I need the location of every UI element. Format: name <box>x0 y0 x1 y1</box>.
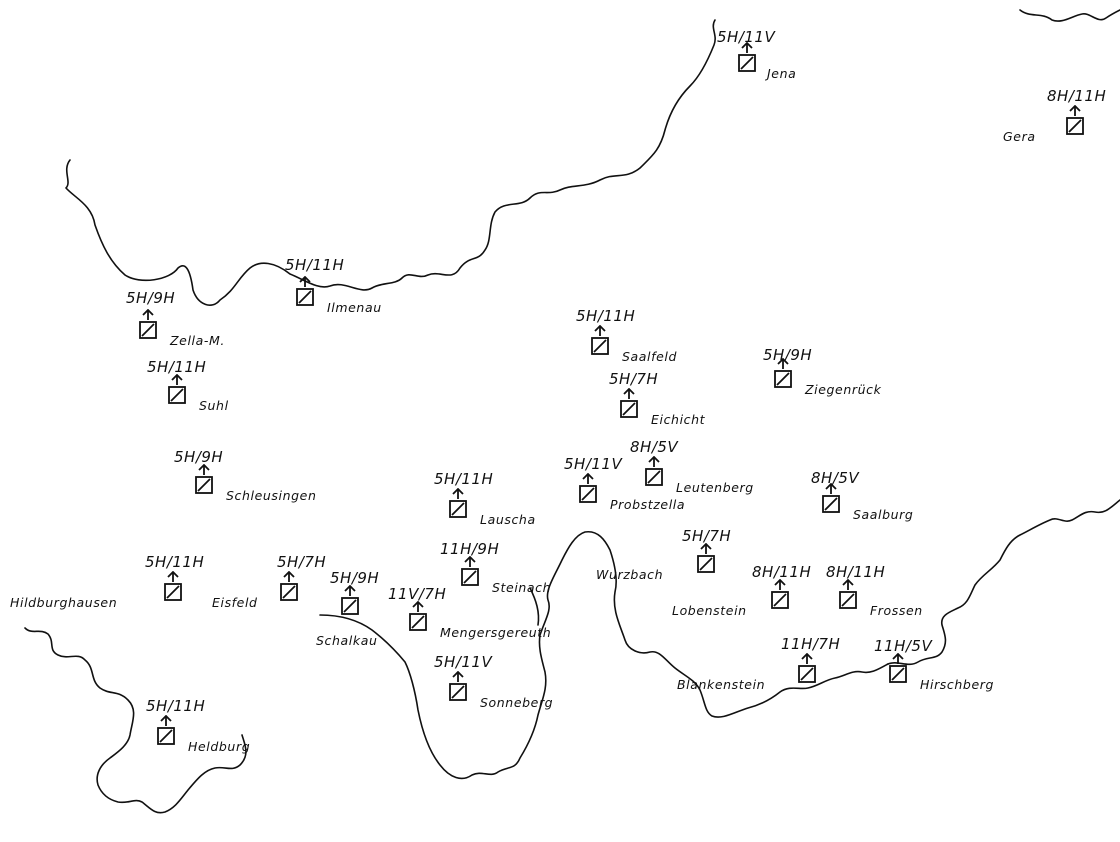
antenna-station-icon <box>738 42 756 72</box>
station-name: Probstzella <box>610 497 686 512</box>
station-code: 11H/9H <box>440 540 500 558</box>
station-code: 5H/11H <box>576 307 636 325</box>
station-name: Ilmenau <box>327 300 382 315</box>
station-code: 8H/11H <box>826 563 886 581</box>
station-name: Frossen <box>870 603 923 618</box>
antenna-station-icon <box>280 571 298 601</box>
station-name: Mengersgereuth <box>440 625 552 640</box>
border-southwest <box>24 627 247 814</box>
antenna-station-icon <box>839 579 857 609</box>
station-name: Wurzbach <box>596 567 664 582</box>
station-code: 5H/9H <box>174 448 224 466</box>
antenna-station-icon <box>449 671 467 701</box>
station-code: 5H/11H <box>285 256 345 274</box>
station-code: 5H/7H <box>682 527 732 545</box>
antenna-station-icon <box>341 585 359 615</box>
antenna-station-icon <box>157 715 175 745</box>
station-code: 5H/7H <box>277 553 327 571</box>
antenna-station-icon <box>591 325 609 355</box>
antenna-station-icon <box>139 309 157 339</box>
station-code: 11H/7H <box>781 635 841 653</box>
station-code: 5H/9H <box>330 569 380 587</box>
station-name: Saalburg <box>853 507 914 522</box>
station-name: Zella-M. <box>170 333 225 348</box>
station-code: 5H/11V <box>717 28 776 46</box>
antenna-station-icon <box>449 488 467 518</box>
antenna-station-icon <box>645 456 663 486</box>
antenna-station-icon <box>1066 105 1084 135</box>
station-name: Blankenstein <box>677 677 766 692</box>
station-code: 5H/9H <box>763 346 813 364</box>
station-name: Ziegenrück <box>805 382 882 397</box>
antenna-station-icon <box>579 473 597 503</box>
antenna-station-icon <box>409 601 427 631</box>
station-code: 5H/11H <box>434 470 494 488</box>
station-name: Hirschberg <box>920 677 995 692</box>
station-name: Jena <box>767 66 797 81</box>
station-code: 5H/9H <box>126 289 176 307</box>
antenna-station-icon <box>697 543 715 573</box>
antenna-station-icon <box>461 556 479 586</box>
antenna-station-icon <box>889 653 907 683</box>
station-name: Eisfeld <box>212 595 258 610</box>
station-name: Saalfeld <box>622 349 678 364</box>
station-code: 8H/5V <box>811 469 860 487</box>
station-code: 5H/11H <box>146 697 206 715</box>
station-name: Eichicht <box>651 412 706 427</box>
border-north <box>65 19 716 306</box>
station-code: 8H/11H <box>752 563 812 581</box>
border-northeast <box>1019 9 1120 22</box>
station-name: Lauscha <box>480 512 536 527</box>
station-name: Hildburghausen <box>10 595 118 610</box>
antenna-station-icon <box>168 374 186 404</box>
antenna-station-icon <box>296 276 314 306</box>
antenna-station-icon <box>195 464 213 494</box>
station-code: 5H/7H <box>609 370 659 388</box>
station-name: Schleusingen <box>226 488 317 503</box>
station-name: Suhl <box>199 398 229 413</box>
station-name: Lobenstein <box>672 603 747 618</box>
station-name: Schalkau <box>316 633 378 648</box>
station-code: 11H/5V <box>874 637 933 655</box>
border-central <box>319 530 889 780</box>
station-code: 5H/11V <box>434 653 493 671</box>
station-name: Steinach <box>492 580 552 595</box>
station-code: 8H/11H <box>1047 87 1107 105</box>
station-code: 5H/11V <box>564 455 623 473</box>
antenna-station-icon <box>822 483 840 513</box>
station-name: Heldburg <box>188 739 251 754</box>
station-code: 5H/11H <box>145 553 205 571</box>
station-code: 8H/5V <box>630 438 679 456</box>
antenna-station-icon <box>774 358 792 388</box>
antenna-station-icon <box>620 388 638 418</box>
border-southeast <box>887 499 1120 666</box>
station-code: 5H/11H <box>147 358 207 376</box>
antenna-station-icon <box>771 579 789 609</box>
antenna-station-icon <box>164 571 182 601</box>
station-name: Sonneberg <box>480 695 554 710</box>
antenna-station-icon <box>798 653 816 683</box>
station-name: Gera <box>1003 129 1036 144</box>
station-name: Leutenberg <box>676 480 754 495</box>
border-stub <box>529 587 540 626</box>
station-code: 11V/7H <box>388 585 447 603</box>
